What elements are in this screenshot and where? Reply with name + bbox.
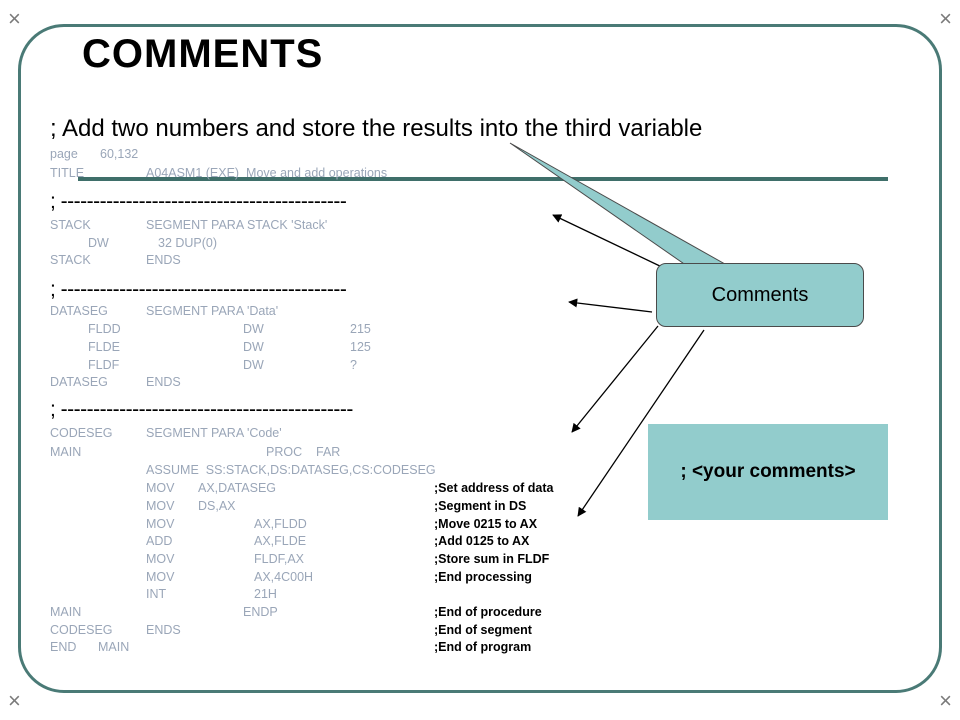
code-token: DW <box>243 358 264 372</box>
code-token: ENDS <box>146 623 181 637</box>
code-token: MAIN <box>50 445 82 459</box>
separator-comment: ; --------------------------------------… <box>50 190 347 213</box>
inline-comment: ;End of procedure <box>434 605 542 619</box>
code-token: page <box>50 147 78 161</box>
code-token: AX,FLDE <box>254 534 307 548</box>
code-token: MAIN <box>98 640 130 654</box>
slide-frame <box>18 24 942 693</box>
code-token: DW <box>243 322 264 336</box>
code-token: 21H <box>254 587 277 601</box>
arrow-to-dash-3 <box>571 325 659 433</box>
code-token: DATASEG <box>50 375 108 389</box>
corner-mark-bottom-right: × <box>939 688 952 713</box>
code-token: AX,4C00H <box>254 570 314 584</box>
code-token: DS,AX <box>198 499 236 513</box>
inline-comment: ;Move 0215 to AX <box>434 517 538 531</box>
code-token: DATASEG <box>50 304 108 318</box>
inline-comment: ;Add 0125 to AX <box>434 534 530 548</box>
inline-comment: ;End processing <box>434 570 532 584</box>
code-token: ASSUME SS:STACK,DS:DATASEG,CS:CODESEG <box>146 463 436 477</box>
code-token: ENDS <box>146 253 181 267</box>
callout-pointer <box>509 142 734 269</box>
code-token: SEGMENT PARA STACK 'Stack' <box>146 218 328 232</box>
title-rule <box>78 177 888 181</box>
arrow-to-inline-comment <box>577 329 705 517</box>
headline-comment: ; Add two numbers and store the results … <box>50 115 703 142</box>
code-token: ADD <box>146 534 173 548</box>
inline-comment: ;Store sum in FLDF <box>434 552 550 566</box>
code-token: DW <box>243 340 264 354</box>
code-token: MOV <box>146 552 175 566</box>
code-token: MOV <box>146 499 175 513</box>
code-token: INT <box>146 587 167 601</box>
slide-title: COMMENTS <box>82 32 324 76</box>
code-token: ENDP <box>243 605 278 619</box>
separator-comment: ; --------------------------------------… <box>50 278 347 301</box>
separator-comment: ; --------------------------------------… <box>50 398 353 421</box>
code-token: STACK <box>50 253 91 267</box>
code-token: MAIN <box>50 605 82 619</box>
code-token: MOV <box>146 481 175 495</box>
arrow-to-dash-1 <box>552 214 665 269</box>
code-token: 125 <box>350 340 371 354</box>
comment-syntax-box: ; <your comments> <box>648 424 888 520</box>
code-token: 32 DUP(0) <box>158 236 218 250</box>
code-token: END <box>50 640 77 654</box>
code-token: ? <box>350 358 357 372</box>
corner-mark-top-right: × <box>939 6 952 31</box>
inline-comment: ;Segment in DS <box>434 499 527 513</box>
comments-callout: Comments <box>656 263 864 327</box>
code-token: FLDF,AX <box>254 552 305 566</box>
code-token: TITLE <box>50 166 85 180</box>
code-token: AX,DATASEG <box>198 481 277 495</box>
code-token: PROC FAR <box>266 445 341 459</box>
inline-comment: ;Set address of data <box>434 481 554 495</box>
code-token: AX,FLDD <box>254 517 307 531</box>
inline-comment: ;End of segment <box>434 623 532 637</box>
code-token: SEGMENT PARA 'Code' <box>146 426 282 440</box>
code-token: CODESEG <box>50 623 113 637</box>
code-token: ENDS <box>146 375 181 389</box>
inline-comment: ;End of program <box>434 640 532 654</box>
code-token: 60,132 <box>100 147 139 161</box>
code-token: FLDE <box>88 340 120 354</box>
code-token: 215 <box>350 322 371 336</box>
code-token: A04ASM1 (EXE) Move and add operations <box>146 166 388 180</box>
code-token: FLDF <box>88 358 120 372</box>
code-token: DW <box>88 236 109 250</box>
arrow-to-dash-2 <box>568 298 653 313</box>
code-token: SEGMENT PARA 'Data' <box>146 304 279 318</box>
corner-mark-top-left: × <box>8 6 21 31</box>
corner-mark-bottom-left: × <box>8 688 21 713</box>
code-token: STACK <box>50 218 91 232</box>
code-token: FLDD <box>88 322 121 336</box>
code-token: MOV <box>146 570 175 584</box>
code-token: MOV <box>146 517 175 531</box>
code-token: CODESEG <box>50 426 113 440</box>
